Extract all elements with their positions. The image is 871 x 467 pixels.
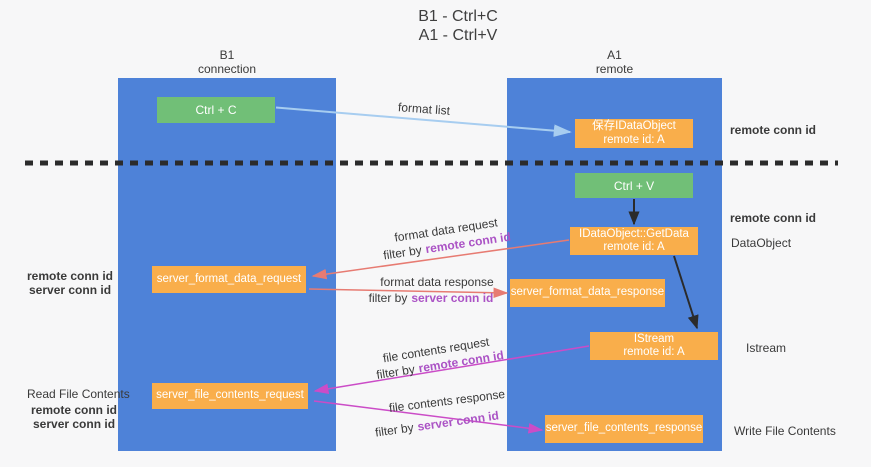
istream-annotation: Istream (746, 341, 787, 355)
title-line-1: B1 - Ctrl+C (418, 8, 498, 25)
dataobject-annotation: DataObject (731, 236, 792, 250)
format-data-response-arrow (308, 287, 509, 298)
getdata-line2: remote id: A (603, 241, 665, 253)
save-dataobject-line1: 保存IDataObject (592, 120, 676, 132)
format-list-arrow (275, 106, 572, 137)
server-conn-id-text: server conn id (411, 291, 494, 305)
ctrl-c-box: Ctrl + C (157, 97, 275, 123)
actor-a1-header: A1 remote (507, 48, 722, 76)
file-contents-response-arrow (313, 400, 544, 434)
read-file-contents-annotation: Read File Contents (27, 387, 130, 401)
server-file-contents-request-box: server_file_contents_request (152, 383, 308, 409)
istream-line1: IStream (633, 332, 675, 345)
ctrl-v-label: Ctrl + V (613, 178, 655, 193)
remote-conn-id-annotation-top: remote conn id (730, 123, 817, 137)
server-format-data-request-box: server_format_data_request (152, 266, 306, 293)
actor-b1-role: connection (197, 62, 257, 76)
actor-a1-role: remote (595, 62, 634, 76)
server-file-contents-response-label: server_file_contents_response (545, 422, 703, 435)
remote-conn-id-annotation-format: remote conn id (27, 269, 114, 283)
title-line-2: A1 - Ctrl+V (418, 27, 498, 44)
remote-conn-id-annotation-getdata: remote conn id (730, 211, 817, 225)
server-format-data-response-box: server_format_data_response (510, 279, 665, 307)
format-data-request-arrow (311, 239, 570, 280)
ctrl-v-box: Ctrl + V (575, 173, 693, 198)
diagram-title: B1 - Ctrl+C A1 - Ctrl+V (368, 7, 548, 45)
remote-conn-id-annotation-file: remote conn id (31, 403, 118, 417)
write-file-contents-annotation: Write File Contents (734, 424, 836, 438)
server-file-contents-request-label: server_file_contents_request (156, 389, 304, 402)
actor-b1-name: B1 (219, 48, 235, 62)
format-data-response-label: format data response (380, 275, 494, 289)
ctrl-c-label: Ctrl + C (195, 103, 237, 117)
server-conn-id-annotation-format: server conn id (29, 283, 112, 297)
file-contents-request-arrow (313, 345, 590, 394)
save-dataobject-line2: remote id: A (603, 133, 665, 146)
getdata-box: IDataObject::GetData remote id: A (570, 227, 698, 255)
server-conn-id-annotation-file: server conn id (33, 417, 116, 431)
actor-a1-name: A1 (607, 48, 622, 62)
server-file-contents-response-box: server_file_contents_response (545, 415, 703, 443)
server-format-data-response-label: server_format_data_response (510, 286, 665, 299)
actor-b1-header: B1 connection (118, 48, 336, 76)
server-format-data-request-label: server_format_data_request (156, 272, 302, 285)
getdata-line1: IDataObject::GetData (579, 227, 689, 240)
istream-line2: remote id: A (623, 346, 685, 358)
istream-box: IStream remote id: A (590, 332, 718, 360)
save-dataobject-box: 保存IDataObject remote id: A (575, 119, 693, 148)
filter-by-text: filter by (368, 291, 408, 305)
getdata-to-istream-arrow (673, 255, 699, 330)
